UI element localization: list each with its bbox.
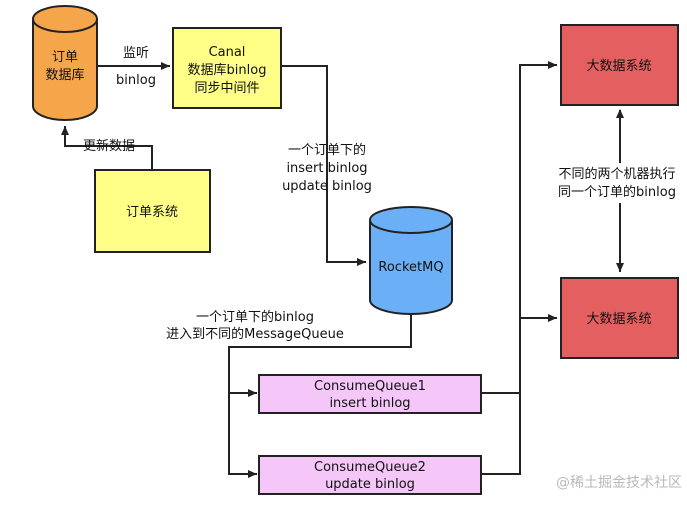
edge-label-canal-to-mq: 一个订单下的 insert binlog update binlog <box>282 142 372 194</box>
edge-canal-to-mq <box>281 65 366 266</box>
edge-label-canal-to-mq-line2: insert binlog <box>286 161 367 176</box>
edge-label-listen-line2: binlog <box>116 73 156 88</box>
bigdata-system-bottom: 大数据系统 <box>560 277 679 359</box>
canal-box: Canal 数据库binlog 同步中间件 <box>172 27 282 109</box>
edge-queue2-to-bigdata-bottom <box>481 314 557 475</box>
consume-queue-1-line2: insert binlog <box>329 396 410 411</box>
edge-label-canal-to-mq-line3: update binlog <box>282 179 372 194</box>
edge-queue1-to-bigdata-top <box>481 61 557 394</box>
edge-label-canal-to-mq-line1: 一个订单下的 <box>288 142 366 158</box>
edge-label-mq-to-queues-line1: 一个订单下的binlog <box>196 309 314 325</box>
edge-mq-to-queue2 <box>228 393 257 478</box>
consume-queue-2-line1: ConsumeQueue2 <box>314 460 426 475</box>
order-system-box: 订单系统 <box>94 169 211 253</box>
order-db-label-line2: 数据库 <box>45 67 84 83</box>
order-db-label-line1: 订单 <box>52 50 78 65</box>
consume-queue-2: ConsumeQueue2 update binlog <box>258 455 482 495</box>
bigdata-top-label: 大数据系统 <box>586 59 651 74</box>
edge-label-bigdata-note-line1: 不同的两个机器执行 <box>558 166 675 182</box>
rocketmq-label: RocketMQ <box>378 260 443 275</box>
order-db-cylinder: 订单 数据库 <box>32 5 98 121</box>
edge-mq-to-queues <box>228 314 412 397</box>
canal-label-line3: 同步中间件 <box>194 81 259 96</box>
bigdata-system-top: 大数据系统 <box>560 24 679 106</box>
edge-label-listen: 监听 binlog <box>116 46 156 88</box>
edge-label-mq-to-queues-line2: 进入到不同的MessageQueue <box>166 326 344 342</box>
canal-label-line1: Canal <box>209 45 246 60</box>
edge-label-bigdata-note-line2: 同一个订单的binlog <box>558 184 676 200</box>
order-system-label: 订单系统 <box>126 205 178 220</box>
edge-label-bigdata-note: 不同的两个机器执行 同一个订单的binlog <box>548 163 686 203</box>
edge-label-update-data: 更新数据 <box>83 138 135 154</box>
edge-ordersystem-to-db <box>61 126 153 170</box>
canal-label-line2: 数据库binlog <box>188 62 267 78</box>
consume-queue-1-line1: ConsumeQueue1 <box>314 379 426 394</box>
bigdata-bottom-label: 大数据系统 <box>586 312 651 327</box>
connectors <box>61 61 624 478</box>
edge-label-mq-to-queues: 一个订单下的binlog 进入到不同的MessageQueue <box>166 309 344 342</box>
rocketmq-cylinder: RocketMQ <box>369 206 453 315</box>
watermark: @稀土掘金技术社区 <box>556 475 682 491</box>
edge-label-listen-line1: 监听 <box>123 46 149 61</box>
consume-queue-1: ConsumeQueue1 insert binlog <box>258 374 482 414</box>
consume-queue-2-line2: update binlog <box>325 477 415 492</box>
